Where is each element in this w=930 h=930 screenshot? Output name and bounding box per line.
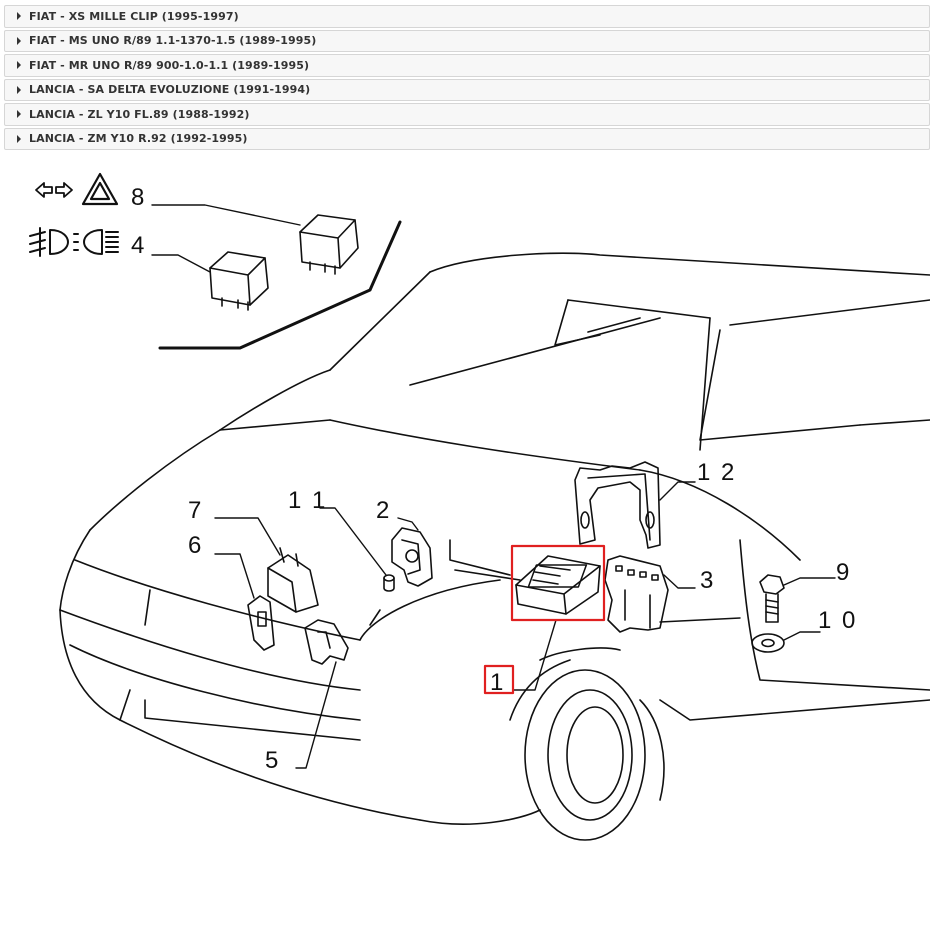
clip-part-6[interactable] (247, 595, 275, 651)
leader-lines (151, 204, 836, 769)
expand-arrow-icon (17, 12, 21, 21)
model-row-zl-y10[interactable]: LANCIA - ZL Y10 FL.89 (1988-1992) (4, 103, 930, 126)
callout-5[interactable]: 5 (265, 747, 280, 774)
model-label: FIAT - MR UNO R/89 900-1.0-1.1 (1989-199… (29, 58, 310, 72)
control-unit-part-1[interactable] (515, 555, 601, 615)
callout-9[interactable]: 9 (836, 559, 851, 586)
car-body-illustration (59, 252, 930, 841)
bracket-part-12[interactable] (574, 461, 661, 549)
callout-12[interactable]: 1 2 (697, 459, 736, 486)
model-label: FIAT - MS UNO R/89 1.1-1370-1.5 (1989-19… (29, 34, 317, 48)
model-row-ms-uno[interactable]: FIAT - MS UNO R/89 1.1-1370-1.5 (1989-19… (4, 29, 930, 52)
callout-7[interactable]: 7 (188, 497, 203, 524)
headlight-icon (73, 229, 119, 255)
bolt-part-9[interactable] (759, 574, 785, 623)
model-accordion: FIAT - XS MILLE CLIP (1995-1997) FIAT - … (4, 5, 930, 152)
model-row-zm-y10[interactable]: LANCIA - ZM Y10 R.92 (1992-1995) (4, 127, 930, 150)
relay-part-4[interactable] (209, 251, 269, 311)
callout-1[interactable]: 1 (490, 669, 505, 696)
callout-10[interactable]: 1 0 (818, 607, 857, 634)
callout-2[interactable]: 2 (376, 497, 391, 524)
parts-diagram: 8 4 7 6 5 1 1 2 1 1 2 3 9 1 0 (29, 172, 930, 841)
expand-arrow-icon (17, 85, 21, 94)
relay-part-7[interactable] (267, 547, 319, 613)
sensor-part-2[interactable] (391, 527, 433, 587)
plug-part-11[interactable] (383, 574, 395, 592)
bracket-part-3[interactable] (604, 555, 669, 633)
hazard-triangle-icon (81, 172, 119, 206)
model-label: FIAT - XS MILLE CLIP (1995-1997) (29, 9, 239, 23)
callout-8[interactable]: 8 (131, 184, 146, 211)
callout-6[interactable]: 6 (188, 532, 203, 559)
fog-light-icon (29, 227, 69, 257)
expand-arrow-icon (17, 36, 21, 45)
highlight-box-part-1 (510, 544, 606, 622)
relay-part-8[interactable] (299, 214, 359, 275)
callout-11[interactable]: 1 1 (288, 487, 327, 514)
expand-arrow-icon (17, 61, 21, 70)
callout-4[interactable]: 4 (131, 232, 146, 259)
clip-part-5[interactable] (304, 619, 349, 665)
highlight-callout-box (483, 664, 515, 695)
model-label: LANCIA - SA DELTA EVOLUZIONE (1991-1994) (29, 83, 311, 97)
model-label: LANCIA - ZL Y10 FL.89 (1988-1992) (29, 107, 250, 121)
washer-part-10[interactable] (751, 633, 785, 653)
inset-frame (158, 220, 402, 350)
turn-signal-arrows-icon (35, 182, 73, 198)
model-label: LANCIA - ZM Y10 R.92 (1992-1995) (29, 132, 248, 146)
expand-arrow-icon (17, 110, 21, 119)
model-row-mr-uno[interactable]: FIAT - MR UNO R/89 900-1.0-1.1 (1989-199… (4, 54, 930, 77)
model-row-xs-mille-clip[interactable]: FIAT - XS MILLE CLIP (1995-1997) (4, 5, 930, 28)
model-row-sa-delta[interactable]: LANCIA - SA DELTA EVOLUZIONE (1991-1994) (4, 78, 930, 101)
expand-arrow-icon (17, 134, 21, 143)
callout-3[interactable]: 3 (700, 567, 715, 594)
